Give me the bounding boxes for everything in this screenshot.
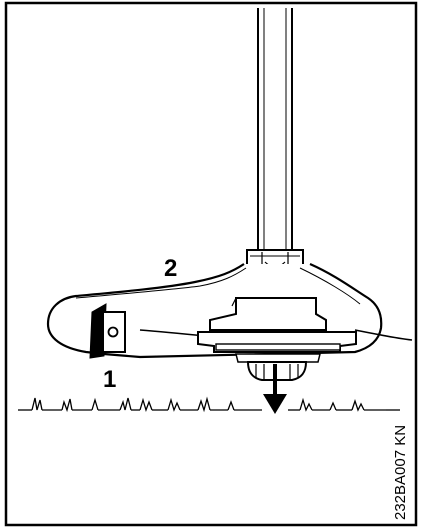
ground-grass [18, 396, 400, 413]
downward-arrow [263, 364, 287, 414]
callout-2-label: 2 [164, 255, 177, 282]
callout-1-label: 1 [103, 366, 116, 393]
line-cutter-blade [89, 303, 126, 359]
figure-code: 232BA007 KN [392, 425, 409, 520]
figure-frame [4, 1, 418, 527]
trimmer-head [197, 297, 357, 381]
shaft [257, 8, 293, 252]
